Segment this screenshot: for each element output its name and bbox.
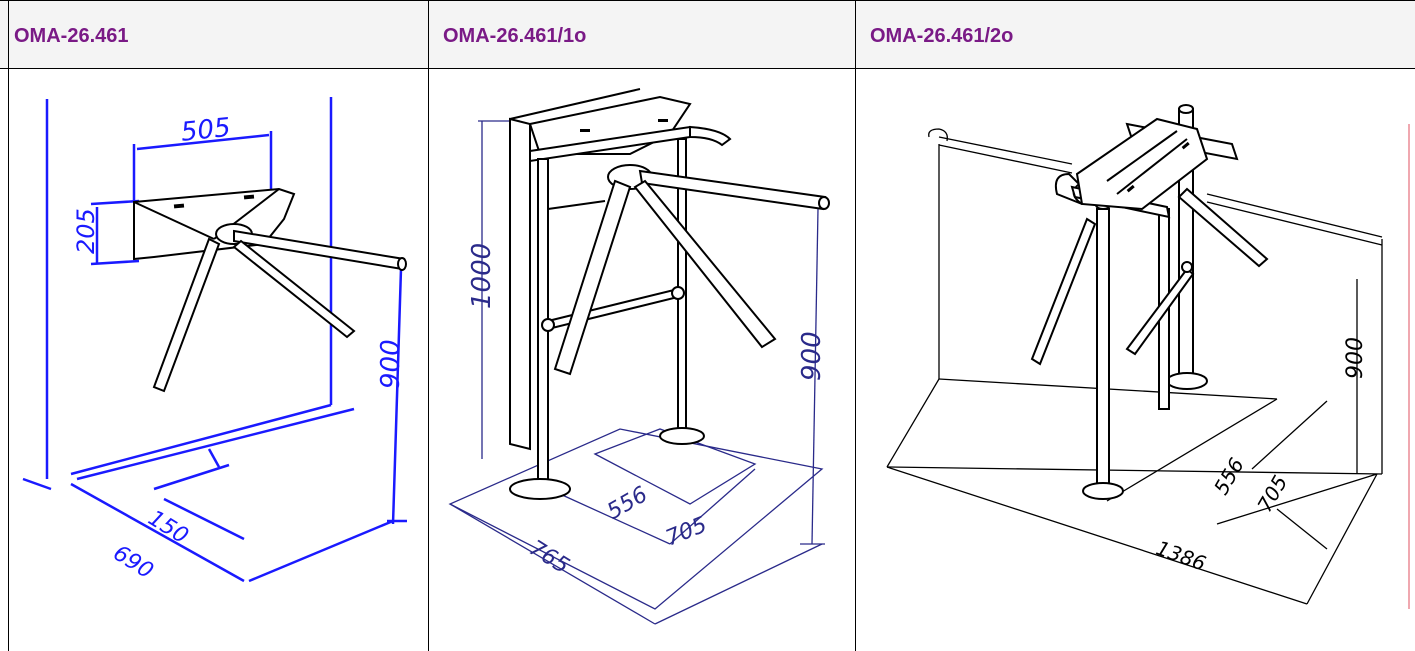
- dim-height-top: 205: [72, 208, 100, 254]
- dim-height-total: 1000: [467, 243, 497, 309]
- drawing-cell-3: 900 556 705 1386: [857, 69, 1415, 651]
- turnstile-drawing-post: 1000 900 556 705 765: [448, 88, 830, 625]
- dim-base-outer: 705: [1252, 471, 1292, 516]
- turnstile-drawing-double: 900 556 705 1386: [886, 104, 1410, 609]
- dim-height: 900: [1343, 337, 1368, 379]
- header-cell-3: OMA-26.461/2o: [856, 0, 1415, 68]
- dim-base-inner: 556: [603, 482, 652, 525]
- table-header-divider: [0, 68, 1415, 69]
- header-cell-2: OMA-26.461/1o: [429, 0, 855, 68]
- model-title-2: OMA-26.461/1o: [443, 25, 587, 47]
- dim-height: 900: [797, 331, 827, 381]
- model-title-1: OMA-26.461: [14, 25, 129, 47]
- dim-width: 505: [180, 113, 233, 148]
- dim-base-inner: 556: [1209, 454, 1249, 499]
- table-divider-2: [855, 0, 856, 651]
- table-border-top-line: [0, 0, 1415, 1]
- drawing-cell-1: 505 205 900 150 690: [9, 69, 428, 651]
- dim-length: 1386: [1153, 536, 1209, 576]
- model-title-3: OMA-26.461/2o: [870, 25, 1014, 47]
- header-cell-1: OMA-26.461: [0, 0, 428, 68]
- drawing-cell-2: 1000 900 556 705 765: [430, 69, 855, 651]
- table-divider-1: [428, 0, 429, 651]
- dim-depth: 690: [109, 541, 158, 584]
- table-border-left: [8, 0, 9, 651]
- dim-offset: 150: [144, 506, 193, 549]
- dim-base-outer: 705: [662, 513, 710, 552]
- dim-height: 900: [376, 339, 406, 389]
- turnstile-drawing-wall: 505 205 900 150 690: [22, 97, 407, 584]
